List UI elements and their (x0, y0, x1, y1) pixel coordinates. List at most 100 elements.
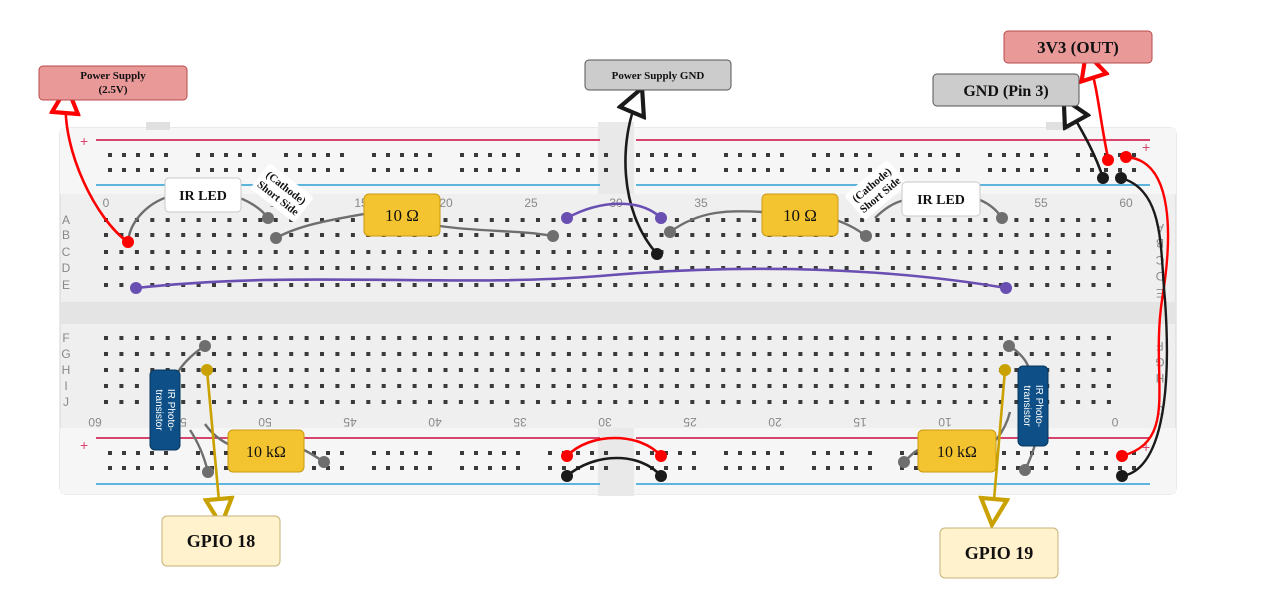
column-number-bottom: 45 (343, 415, 357, 429)
breadboard-hole (705, 266, 710, 270)
breadboard-hole (443, 384, 448, 388)
breadboard-hole (613, 368, 618, 372)
breadboard-hole (1076, 168, 1080, 172)
breadboard-hole (150, 233, 155, 237)
breadboard-hole (119, 400, 124, 404)
breadboard-hole (320, 250, 324, 254)
breadboard-hole (829, 352, 834, 356)
breadboard-hole (516, 153, 520, 157)
breadboard-hole (582, 336, 587, 340)
column-number-top: 35 (694, 196, 708, 210)
breadboard-hole (798, 384, 803, 388)
breadboard-hole (304, 218, 309, 222)
breadboard-hole (505, 218, 510, 222)
breadboard-hole (721, 368, 726, 372)
breadboard-hole (1091, 336, 1096, 340)
breadboard-hole (536, 368, 540, 372)
breadboard-hole (597, 352, 602, 356)
breadboard-hole (664, 153, 668, 157)
breadboard-hole (273, 283, 278, 287)
resistor-top-left-label: 10 Ω (385, 206, 419, 225)
breadboard-hole (1016, 451, 1020, 455)
breadboard-hole (412, 384, 417, 388)
breadboard-hole (502, 153, 506, 157)
breadboard-hole (134, 368, 139, 372)
components: IR LED (Cathode) Short Side 10 Ω 10 Ω (C… (149, 160, 1049, 473)
breadboard-hole (122, 153, 126, 157)
breadboard-hole (813, 283, 818, 287)
breadboard-hole (767, 336, 772, 340)
breadboard-hole (840, 168, 844, 172)
breadboard-hole (690, 400, 695, 404)
breadboard-hole (782, 283, 787, 287)
breadboard-hole (412, 266, 417, 270)
breadboard-hole (1045, 218, 1050, 222)
breadboard-hole (372, 153, 376, 157)
power-supply-gnd-label-text: Power Supply GND (612, 70, 705, 82)
breadboard-hole (505, 368, 510, 372)
breadboard-hole (674, 218, 679, 222)
breadboard-hole (258, 250, 263, 254)
breadboard-hole (397, 336, 402, 340)
breadboard-hole (890, 336, 895, 340)
breadboard-hole (258, 400, 263, 404)
breadboard-hole (942, 153, 946, 157)
breadboard-hole (604, 153, 608, 157)
breadboard-hole (428, 168, 432, 172)
breadboard-hole (1091, 266, 1096, 270)
breadboard-hole (812, 466, 816, 470)
breadboard-hole (181, 218, 186, 222)
column-number-top: 55 (1034, 196, 1048, 210)
breadboard-hole (1106, 368, 1111, 372)
breadboard-hole (1014, 384, 1019, 388)
breadboard-hole (400, 466, 404, 470)
breadboard-hole (1076, 368, 1081, 372)
breadboard-hole (227, 233, 232, 237)
column-number-bottom: 25 (683, 415, 697, 429)
breadboard-hole (242, 336, 247, 340)
endpoint-gray (1003, 340, 1015, 352)
breadboard-hole (937, 400, 942, 404)
breadboard-hole (983, 368, 988, 372)
breadboard-hole (644, 283, 648, 287)
breadboard-hole (134, 352, 139, 356)
breadboard-hole (650, 168, 654, 172)
breadboard-hole (458, 283, 463, 287)
breadboard-hole (443, 368, 448, 372)
breadboard-hole (273, 218, 278, 222)
breadboard-hole (705, 233, 710, 237)
breadboard-hole (968, 218, 973, 222)
breadboard-hole (826, 451, 830, 455)
breadboard-hole (150, 266, 155, 270)
breadboard-hole (1118, 153, 1122, 157)
breadboard-hole (636, 466, 640, 470)
breadboard-hole (664, 466, 668, 470)
breadboard-hole (690, 233, 695, 237)
breadboard-hole (566, 283, 571, 287)
breadboard-hole (1014, 266, 1019, 270)
breadboard-hole (705, 400, 710, 404)
breadboard-hole (400, 451, 404, 455)
breadboard-hole (104, 352, 108, 356)
breadboard-hole (400, 153, 404, 157)
wire-endpoints (122, 151, 1132, 482)
breadboard-hole (921, 384, 926, 388)
breadboard-hole (582, 233, 587, 237)
breadboard-hole (340, 451, 344, 455)
plus-sign-top-left: + (80, 133, 88, 149)
ir-led-right (901, 181, 981, 217)
breadboard-hole (520, 218, 525, 222)
breadboard-hole (443, 250, 448, 254)
breadboard-hole (736, 400, 741, 404)
breadboard-hole (548, 168, 552, 172)
breadboard-hole (428, 400, 432, 404)
breadboard-hole (443, 352, 448, 356)
breadboard-hole (551, 400, 556, 404)
breadboard-hole (738, 168, 742, 172)
breadboard-hole (548, 466, 552, 470)
breadboard-hole (350, 336, 355, 340)
breadboard-hole (914, 466, 918, 470)
breadboard-hole (1106, 218, 1111, 222)
breadboard-hole (968, 368, 973, 372)
endpoint-gray (270, 232, 282, 244)
